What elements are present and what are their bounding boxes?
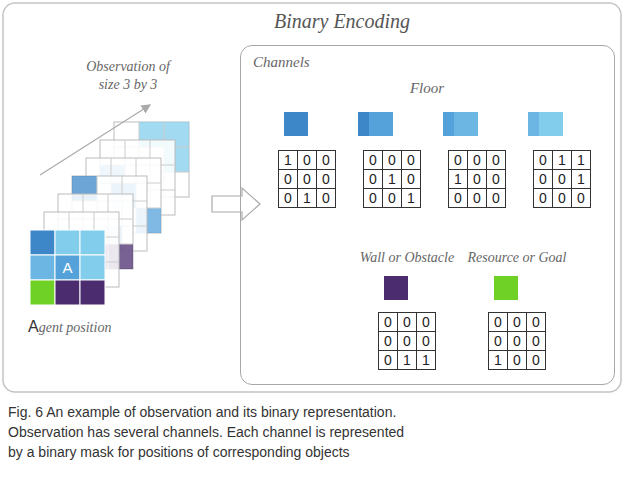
color-swatch xyxy=(369,112,393,136)
panel-heading: Channels xyxy=(253,54,310,71)
mask-cell: 0 xyxy=(378,331,398,351)
observation-label: Observation of size 3 by 3 xyxy=(78,58,178,94)
mask-cell: 0 xyxy=(316,169,336,189)
diagram-title: Binary Encoding xyxy=(30,10,624,33)
agent-marker: A xyxy=(55,255,80,280)
mask-cell: 0 xyxy=(552,169,572,189)
observation-cell xyxy=(80,255,105,280)
mask-cell: 0 xyxy=(316,150,336,170)
mask-cell: 1 xyxy=(571,150,591,170)
mask-cell: 0 xyxy=(278,169,298,189)
mask-cell: 0 xyxy=(526,312,546,332)
mask-cell: 0 xyxy=(278,188,298,208)
mask-cell: 0 xyxy=(507,331,527,351)
mask-cell: 0 xyxy=(486,188,506,208)
mask-cell: 1 xyxy=(382,169,402,189)
mask-cell: 0 xyxy=(486,169,506,189)
mask-cell: 0 xyxy=(397,331,417,351)
mask-cell: 0 xyxy=(507,312,527,332)
mask-cell: 0 xyxy=(378,312,398,332)
mask-cell: 0 xyxy=(416,312,436,332)
channel-layer xyxy=(44,212,119,287)
observation-cell xyxy=(30,280,55,305)
mask-cell: 0 xyxy=(507,350,527,370)
mask-cell: 0 xyxy=(378,350,398,370)
group-heading: Resource or Goal xyxy=(467,250,566,266)
mask-cell: 0 xyxy=(467,188,487,208)
color-swatch xyxy=(494,276,518,300)
observation-cell xyxy=(55,255,80,280)
mask-cell: 0 xyxy=(363,169,383,189)
mask-cell: 0 xyxy=(401,150,421,170)
mask-cell: 0 xyxy=(363,188,383,208)
mask-cell: 0 xyxy=(526,331,546,351)
mask-cell: 0 xyxy=(448,188,468,208)
color-swatch xyxy=(384,276,408,300)
mask-cell: 1 xyxy=(278,150,298,170)
mask-cell: 0 xyxy=(488,331,508,351)
mask-cell: 0 xyxy=(297,169,317,189)
depth-arrow xyxy=(40,105,150,175)
mask-cell: 0 xyxy=(526,350,546,370)
mask-cell: 0 xyxy=(401,169,421,189)
observation-cell xyxy=(55,280,80,305)
mask-cell: 0 xyxy=(488,312,508,332)
mask-cell: 0 xyxy=(571,188,591,208)
mask-cell: 0 xyxy=(533,150,553,170)
observation-cell xyxy=(55,230,80,255)
mask-cell: 0 xyxy=(397,312,417,332)
observation-cell xyxy=(80,280,105,305)
mask-cell: 0 xyxy=(382,188,402,208)
figure-caption: Fig. 6 An example of observation and its… xyxy=(8,402,408,462)
group-heading: Floor xyxy=(410,80,444,97)
mask-cell: 0 xyxy=(552,188,572,208)
mask-cell: 0 xyxy=(448,150,468,170)
mask-cell: 1 xyxy=(552,150,572,170)
color-swatch xyxy=(539,112,563,136)
mask-cell: 1 xyxy=(297,188,317,208)
observation-cell xyxy=(30,255,55,280)
mask-cell: 1 xyxy=(397,350,417,370)
outer-frame xyxy=(3,3,621,392)
mask-cell: 0 xyxy=(363,150,383,170)
mask-cell: 1 xyxy=(571,169,591,189)
mask-cell: 1 xyxy=(448,169,468,189)
group-heading: Wall or Obstacle xyxy=(360,250,454,266)
observation-stack xyxy=(30,122,189,305)
mask-cell: 1 xyxy=(488,350,508,370)
color-swatch xyxy=(284,112,308,136)
mask-cell: 0 xyxy=(297,150,317,170)
color-swatch xyxy=(454,112,478,136)
hollow-arrow xyxy=(212,188,260,220)
agent-position-label: Agent position xyxy=(28,318,111,336)
mask-cell: 0 xyxy=(533,188,553,208)
mask-cell: 0 xyxy=(316,188,336,208)
mask-cell: 0 xyxy=(467,150,487,170)
mask-cell: 0 xyxy=(486,150,506,170)
observation-cell xyxy=(30,230,55,255)
mask-cell: 0 xyxy=(467,169,487,189)
mask-cell: 0 xyxy=(416,331,436,351)
mask-cell: 1 xyxy=(401,188,421,208)
mask-cell: 0 xyxy=(533,169,553,189)
observation-cell xyxy=(80,230,105,255)
mask-cell: 1 xyxy=(416,350,436,370)
mask-cell: 0 xyxy=(382,150,402,170)
